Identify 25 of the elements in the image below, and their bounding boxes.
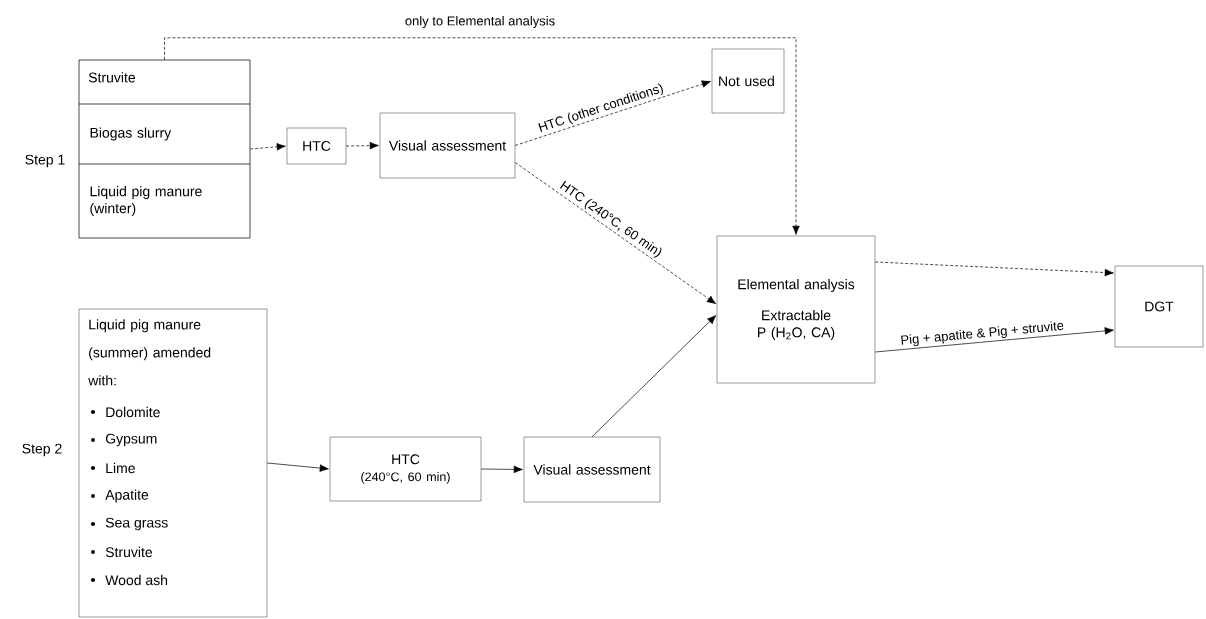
process-box: Visual assessment <box>523 436 661 503</box>
arrow <box>514 162 717 305</box>
analysis-box: DGT <box>1114 265 1204 348</box>
arrow <box>249 143 286 151</box>
sample-cell: Biogas slurry <box>78 103 251 165</box>
arrow <box>345 141 379 150</box>
arrow <box>164 37 800 235</box>
sample-box: Liquid pig manure (summer) amended with: Dolomite Gypsum Lime Apatite Sea grass Struvite Wood ash <box>78 308 268 618</box>
arrow <box>480 465 523 474</box>
arrow <box>874 327 1114 353</box>
analysis-box: Elemental analysis Extractable P (H$_{2}$O, CA) <box>716 235 876 384</box>
edge-label: Pig + apatite & Pig + struvite <box>901 321 1064 347</box>
arrow <box>874 261 1114 277</box>
arrow <box>514 80 711 146</box>
step-label: Step 1 <box>25 154 65 168</box>
sample-cell: Struvite <box>78 59 251 105</box>
result-box: Not used <box>711 48 785 114</box>
arrow <box>591 315 717 438</box>
sample-cell: Liquid pig manure (winter) <box>78 163 251 239</box>
step-label: Step 2 <box>22 443 62 457</box>
process-box: Visual assessment <box>379 112 516 179</box>
process-box: HTC <box>286 127 347 165</box>
arrow <box>266 462 329 472</box>
edge-label: only to Elemental analysis <box>403 14 557 30</box>
process-box: HTC (240°C, 60 min) <box>329 436 482 502</box>
